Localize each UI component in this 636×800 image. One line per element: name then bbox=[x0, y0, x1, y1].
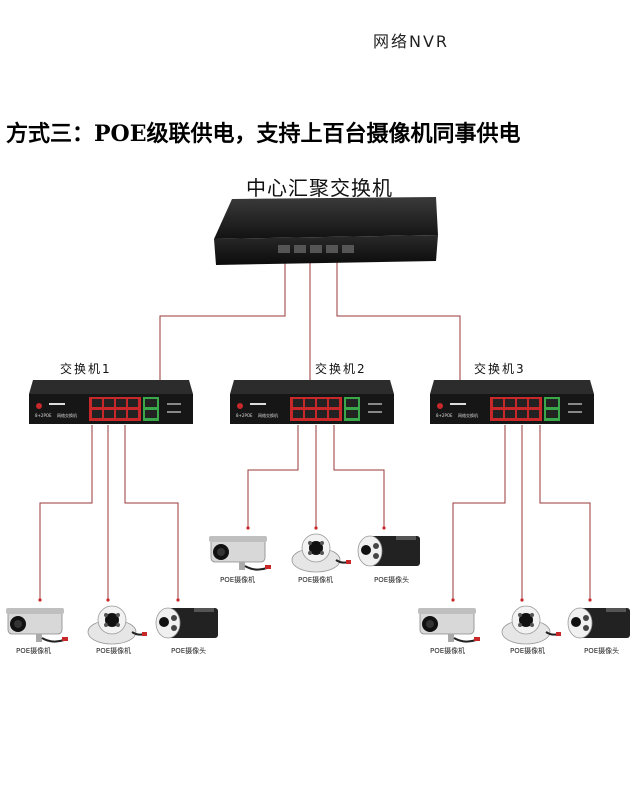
dome-camera-icon bbox=[87, 605, 148, 645]
camera-label: POE摄像头 bbox=[374, 576, 410, 584]
camera-label: POE摄像机 bbox=[430, 647, 466, 655]
core-switch-label: 中心汇聚交换机 bbox=[246, 176, 393, 200]
dome-camera-icon bbox=[291, 533, 352, 573]
nvr-label: 网络NVR bbox=[373, 32, 450, 51]
wire-sw3-cam1 bbox=[452, 425, 506, 600]
switch2-device: 8+2POE 网络交换机 bbox=[228, 378, 396, 432]
camera-label: POE摄像头 bbox=[171, 647, 207, 655]
wire-sw2-cam3 bbox=[333, 425, 385, 528]
camera-label: POE摄像机 bbox=[298, 576, 334, 584]
wire-sw1-cam1 bbox=[39, 425, 93, 600]
box-camera-icon bbox=[567, 607, 631, 639]
wire-core-switch3 bbox=[336, 255, 461, 382]
bullet-camera-icon bbox=[418, 607, 481, 643]
switch3-brand-sub: 网络交换机 bbox=[458, 412, 478, 418]
switch3-device: 8+2POE 网络交换机 bbox=[428, 378, 596, 432]
switch2-brand-sub: 网络交换机 bbox=[258, 412, 278, 418]
switch3-label: 交换机3 bbox=[474, 362, 526, 376]
switch2-brand: 8+2POE bbox=[236, 413, 253, 418]
wire-core-switch1 bbox=[159, 255, 286, 382]
camera-label: POE摄像头 bbox=[584, 647, 620, 655]
switch1-brand-sub: 网络交换机 bbox=[57, 412, 77, 418]
switch1-device: 8+2POE 网络交换机 bbox=[27, 378, 195, 432]
page-title: 方式三：POE级联供电，支持上百台摄像机同事供电 bbox=[6, 121, 521, 147]
switch1-label: 交换机1 bbox=[60, 362, 112, 376]
switch1-brand: 8+2POE bbox=[35, 413, 52, 418]
switch2-label: 交换机2 bbox=[315, 362, 367, 376]
camera-label: POE摄像机 bbox=[16, 647, 52, 655]
dome-camera-icon bbox=[501, 605, 562, 645]
wire-sw3-cam3 bbox=[539, 425, 591, 600]
box-camera-icon bbox=[357, 535, 421, 567]
wire-sw1-cam3 bbox=[124, 425, 179, 600]
core-switch-device bbox=[214, 197, 438, 265]
switch3-brand: 8+2POE bbox=[436, 413, 453, 418]
camera-label: POE摄像机 bbox=[510, 647, 546, 655]
box-camera-icon bbox=[155, 607, 219, 639]
wire-sw2-cam1 bbox=[247, 425, 299, 528]
camera-label: POE摄像机 bbox=[96, 647, 132, 655]
bullet-camera-icon bbox=[209, 535, 272, 571]
bullet-camera-icon bbox=[6, 607, 69, 643]
camera-label: POE摄像机 bbox=[220, 576, 256, 584]
